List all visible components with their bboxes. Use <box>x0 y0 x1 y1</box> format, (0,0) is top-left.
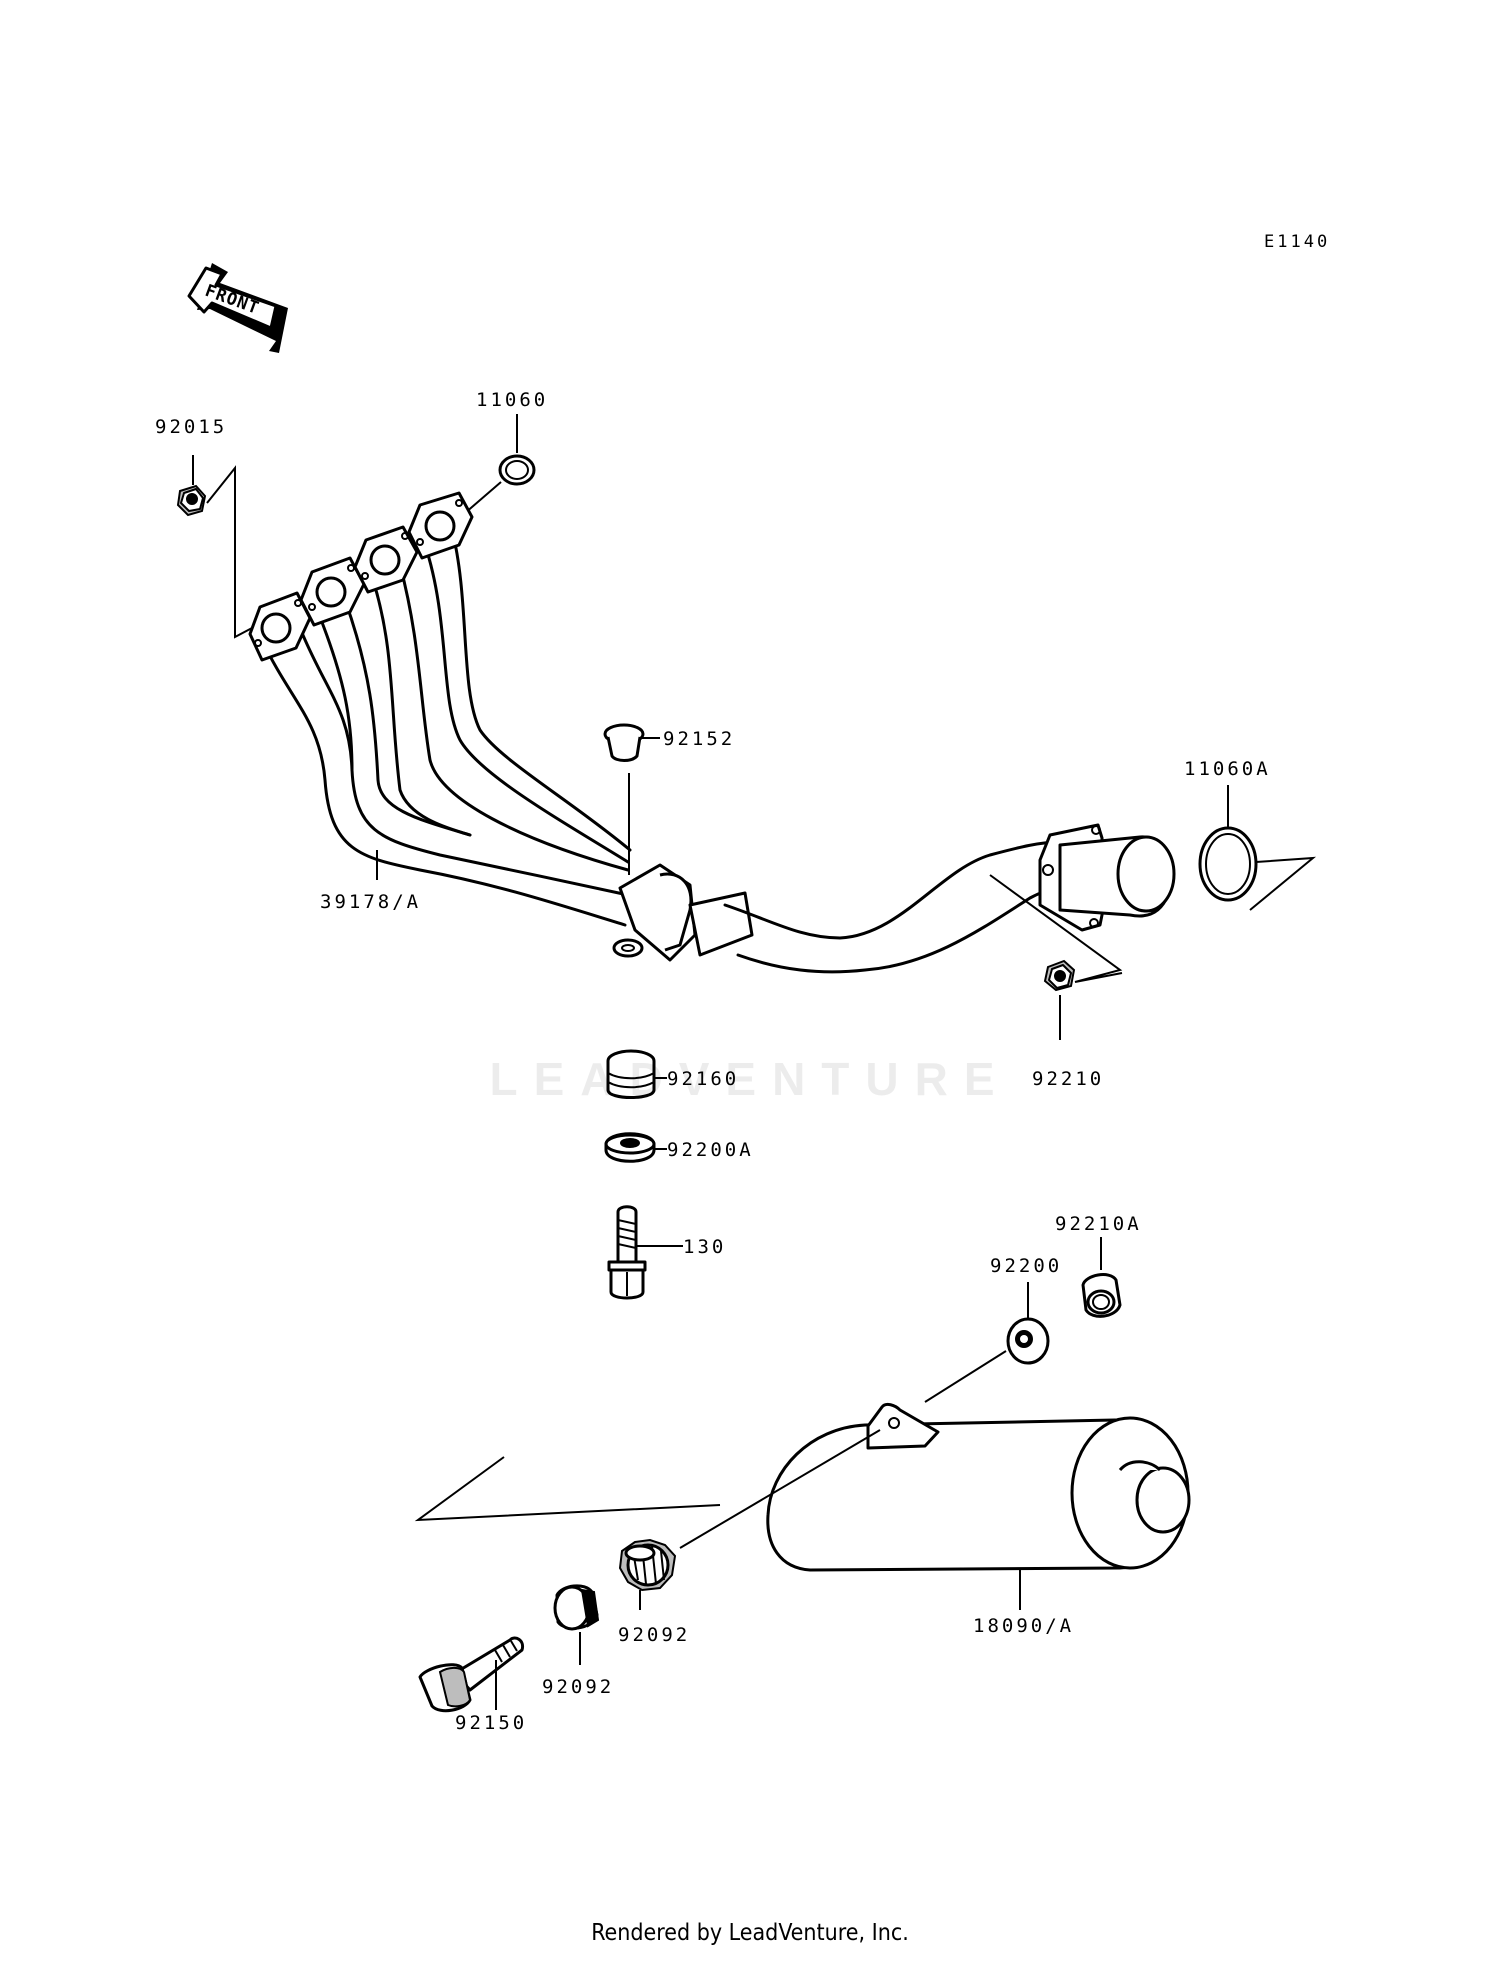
flange-2 <box>299 556 366 627</box>
label-92200a: 92200A <box>667 1139 754 1161</box>
nut-92210 <box>1043 959 1076 992</box>
leader-11060a-b <box>1249 856 1317 911</box>
grommet-92092-left <box>553 1584 600 1631</box>
footer-credit: Rendered by LeadVenture, Inc. <box>591 1920 909 1946</box>
flange-3 <box>353 525 419 594</box>
bolt-130 <box>607 1205 647 1300</box>
label-92150: 92150 <box>455 1712 527 1734</box>
washer-92200 <box>1006 1317 1050 1365</box>
bracket-92015 <box>206 465 253 639</box>
leader-92200-b <box>924 1350 1007 1403</box>
label-130: 130 <box>683 1236 726 1258</box>
flange-4 <box>407 491 474 560</box>
collector-joint <box>612 863 754 962</box>
bracket-92210 <box>989 874 1123 983</box>
nut-92210a <box>1081 1273 1122 1318</box>
label-92160: 92160 <box>667 1068 739 1090</box>
diagram-code: E1140 <box>1264 232 1330 252</box>
watermark: LEADVENTURE <box>489 1053 1011 1105</box>
damper-92160 <box>606 1049 656 1099</box>
gasket-11060a <box>1198 826 1258 902</box>
label-11060a: 11060A <box>1184 758 1271 780</box>
bolt-reference-lines <box>414 1456 721 1522</box>
gasket-11060 <box>498 454 536 486</box>
label-92200: 92200 <box>990 1255 1062 1277</box>
label-92092-left: 92092 <box>542 1676 614 1698</box>
label-92015: 92015 <box>155 416 227 438</box>
label-39178a: 39178/A <box>320 891 421 913</box>
label-92092-right: 92092 <box>618 1624 690 1646</box>
washer-92200a <box>604 1132 656 1163</box>
collar-92152 <box>603 723 645 762</box>
label-18090a: 18090/A <box>973 1615 1074 1637</box>
label-92210: 92210 <box>1032 1068 1104 1090</box>
nut-92015 <box>176 484 207 517</box>
outlet-flange <box>1038 823 1176 932</box>
silencer-18090 <box>766 1402 1191 1572</box>
label-92152: 92152 <box>663 728 735 750</box>
leader-grommet-to-tab <box>679 1429 881 1549</box>
grommet-92092-right <box>618 1538 677 1592</box>
label-11060: 11060 <box>476 389 548 411</box>
label-92210a: 92210A <box>1055 1213 1142 1235</box>
flange-1 <box>248 591 312 662</box>
front-arrow-icon: FRONT <box>187 263 288 353</box>
bolt-92150 <box>418 1636 525 1713</box>
exhaust-header-39178 <box>248 491 1176 974</box>
